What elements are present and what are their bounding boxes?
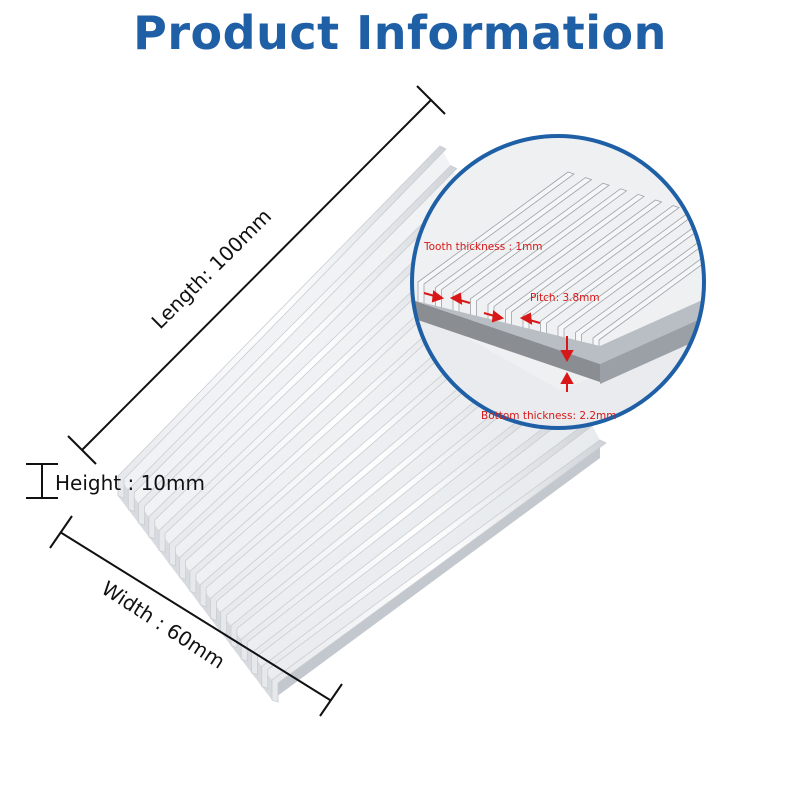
heatsink-fin xyxy=(117,145,447,499)
pitch-arrows xyxy=(483,310,541,325)
bottom-thickness-arrows xyxy=(560,336,574,392)
length-label: Length: 100mm xyxy=(147,204,277,334)
heatsink-fin xyxy=(271,439,607,703)
pitch-label: Pitch: 3.8mm xyxy=(530,292,600,304)
height-dimension: Height : 10mm xyxy=(26,463,205,499)
tooth-thickness-arrows xyxy=(423,290,471,305)
heatsink-fin xyxy=(127,165,458,513)
bottom-thickness-label: Bottom thickness: 2.2mm xyxy=(481,410,616,422)
height-label: Height : 10mm xyxy=(55,471,205,495)
tooth-thickness-label: Tooth thickness : 1mm xyxy=(423,241,543,253)
page-title: Product Information xyxy=(133,6,667,60)
detail-zoom-circle: Tooth thickness : 1mm Pitch: 3.8mm Botto… xyxy=(410,134,706,430)
